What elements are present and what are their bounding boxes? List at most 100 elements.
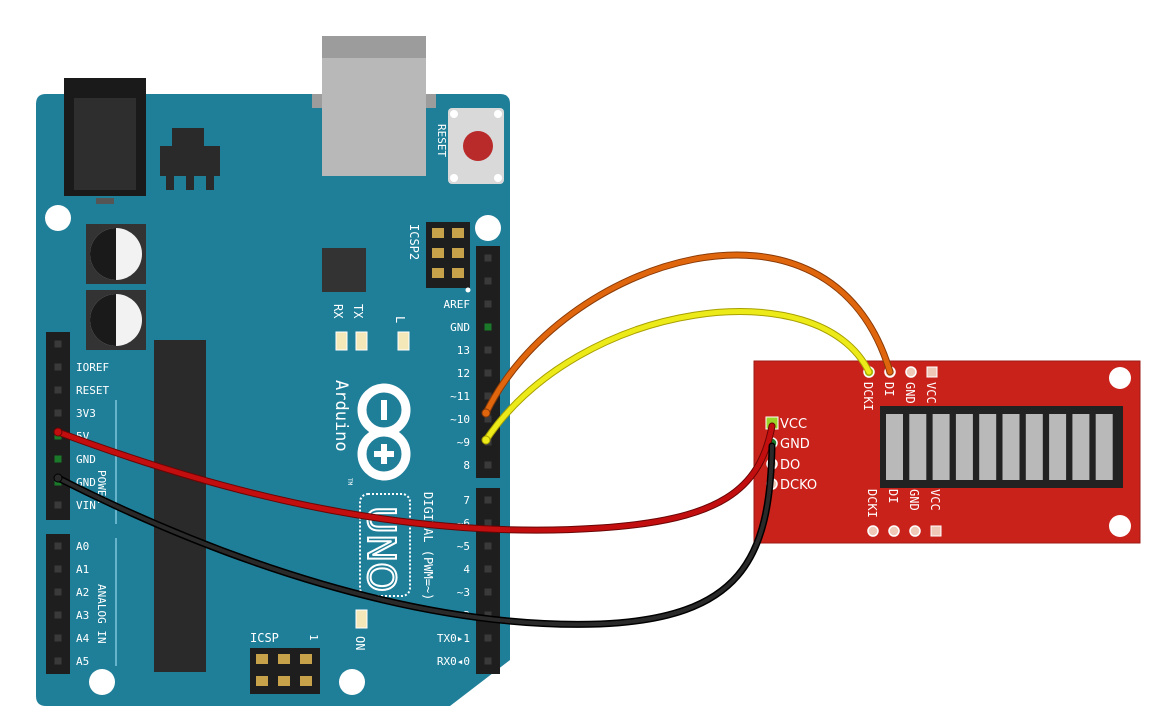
pin-label-10: ~10 [450, 413, 470, 426]
icsp-pin [278, 654, 290, 664]
module-side-label-gnd: GND [780, 437, 810, 452]
capacitor [86, 290, 146, 350]
pin-hole [484, 542, 492, 550]
module-side-label-do: DO [780, 458, 800, 473]
module-bottom-label-di: DI [886, 489, 900, 503]
pin-hole [484, 565, 492, 573]
pin-label-12: 12 [457, 367, 470, 380]
pin-pad-vcc[interactable] [926, 366, 938, 378]
icsp-pin1-label: 1 [307, 634, 320, 641]
icsp2-pin [452, 248, 464, 258]
pin-hole [484, 496, 492, 504]
pin-label-7: 7 [463, 494, 470, 507]
icsp-pin [300, 676, 312, 686]
led-segment [979, 414, 997, 480]
icsp2-pin [432, 268, 444, 278]
on-led [355, 609, 368, 629]
voltage-regulator [160, 128, 220, 190]
pin-pad-gnd[interactable] [905, 366, 917, 378]
pin-label-reset: RESET [76, 384, 109, 397]
pin-pad-vcc[interactable] [930, 525, 942, 537]
reset-button[interactable] [448, 108, 504, 184]
pin-label-ioref: IOREF [76, 361, 109, 374]
pin-hole [484, 323, 492, 331]
pin-hole [484, 611, 492, 619]
pin-label-gnd: GND [450, 321, 470, 334]
led-segment [1095, 414, 1113, 480]
pin-hole [484, 657, 492, 665]
pin-hole [54, 409, 62, 417]
pin-hole [54, 565, 62, 573]
module-bottom-label-dcki: DCKI [865, 489, 879, 518]
pin-hole [484, 254, 492, 262]
wire-end-black [53, 473, 63, 483]
rx-led [335, 331, 348, 351]
reset-label: RESET [435, 124, 448, 157]
pin-hole [484, 300, 492, 308]
wire-red-core [55, 423, 775, 533]
pin-label-13: 13 [457, 344, 470, 357]
pin-pad-dcki[interactable] [867, 525, 879, 537]
icsp-pin [278, 676, 290, 686]
arduino-uno-board: RESET ICSP2 TX RX L ON Arduino TM UNO DI… [36, 36, 510, 706]
icsp-pin [256, 654, 268, 664]
led-segment [1072, 414, 1090, 480]
module-side-label-vcc: VCC [780, 417, 807, 432]
pin-label-3: ~3 [457, 586, 470, 599]
icsp2-pin [432, 228, 444, 238]
led-segment [1049, 414, 1067, 480]
pin-label-rx00: RX0◂0 [437, 655, 470, 668]
module-bottom-label-vcc: VCC [928, 489, 942, 511]
led-segment [932, 414, 950, 480]
header-body [46, 534, 70, 674]
arduino-logo [357, 383, 411, 481]
pin-label-a1: A1 [76, 563, 89, 576]
pin-hole [54, 501, 62, 509]
icsp2-pin [452, 228, 464, 238]
led-segment [886, 414, 903, 480]
pin1-marker [465, 287, 471, 293]
pin-hole [484, 392, 492, 400]
pin-pad-di[interactable] [888, 525, 900, 537]
usb-connector [312, 36, 436, 176]
pin-hole [54, 386, 62, 394]
arduino-brand: Arduino [331, 380, 351, 452]
power-jack [64, 78, 146, 204]
pin-label-9: ~9 [457, 436, 470, 449]
mounting-hole [475, 215, 501, 241]
pin-label-tx01: TX0▸1 [437, 632, 470, 645]
l-label: L [393, 316, 407, 323]
pin-label-a0: A0 [76, 540, 89, 553]
pin-hole [484, 461, 492, 469]
icsp-header [250, 648, 320, 694]
icsp-pin [256, 676, 268, 686]
rx-label: RX [331, 304, 345, 319]
pin-label-a3: A3 [76, 609, 89, 622]
pin-hole [54, 542, 62, 550]
pin-label-gnd: GND [76, 453, 96, 466]
pin-label-aref: AREF [444, 298, 471, 311]
icsp2-header [426, 222, 471, 293]
pin-hole [484, 634, 492, 642]
icsp2-label: ICSP2 [407, 224, 421, 260]
module-top-label-dcki: DCKI [861, 382, 875, 411]
icsp2-pin [452, 268, 464, 278]
pin-hole [54, 363, 62, 371]
pin-label-a4: A4 [76, 632, 90, 645]
wire-end-red [53, 427, 63, 437]
on-label: ON [353, 636, 367, 650]
bar-graph-segments [886, 414, 1113, 480]
wire-end-orange [481, 408, 491, 418]
module-top-label-vcc: VCC [924, 382, 938, 404]
mounting-hole [45, 205, 71, 231]
icsp-pin [300, 654, 312, 664]
pin-pad-gnd[interactable] [909, 525, 921, 537]
wire-end-yellow [481, 435, 491, 445]
pin-hole [54, 657, 62, 665]
icsp-label: ICSP [250, 631, 279, 645]
